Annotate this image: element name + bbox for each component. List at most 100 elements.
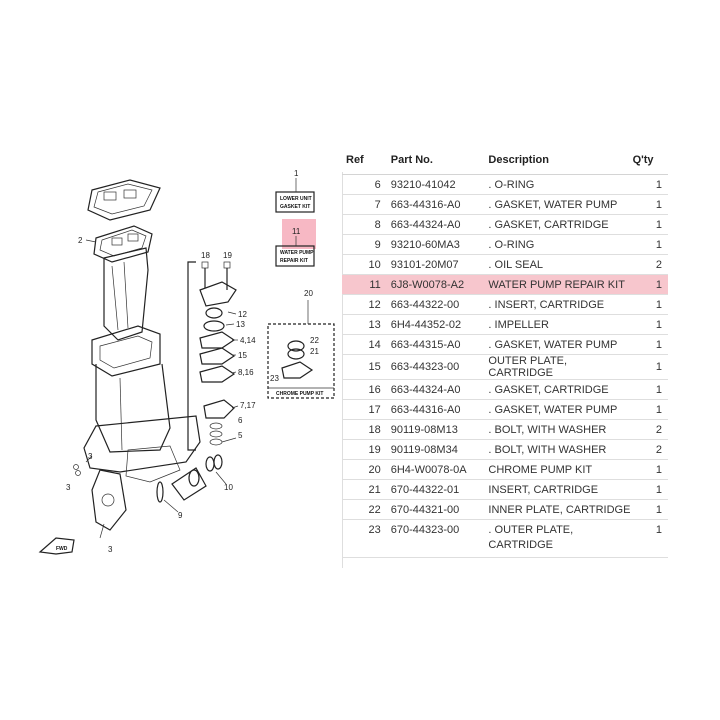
cell-description: INNER PLATE, CARTRIDGE bbox=[488, 499, 633, 520]
cell-description: INSERT, CARTRIDGE bbox=[488, 479, 633, 500]
header-description: Description bbox=[488, 150, 633, 175]
callout-3c: 3 bbox=[108, 545, 113, 554]
cell-ref: 11 bbox=[342, 274, 391, 295]
cell-description: . O-RING bbox=[488, 174, 633, 195]
cell-part-no: 6H4-W0078-0A bbox=[390, 459, 489, 480]
cell-ref: 22 bbox=[342, 499, 391, 520]
header-part-no: Part No. bbox=[390, 150, 489, 175]
callout-7-17: 7,17 bbox=[240, 401, 256, 410]
cell-description: WATER PUMP REPAIR KIT bbox=[488, 274, 633, 295]
cell-part-no: 670-44322-01 bbox=[390, 479, 489, 500]
oil-seal-a bbox=[188, 469, 200, 487]
gasket-cartridge bbox=[199, 365, 236, 383]
bolt-19 bbox=[223, 261, 231, 290]
cell-qty: 2 bbox=[632, 439, 668, 460]
cell-qty: 1 bbox=[632, 499, 668, 520]
cell-qty: 2 bbox=[632, 419, 668, 440]
leader-7-17 bbox=[231, 405, 239, 409]
header-ref: Ref bbox=[342, 150, 391, 175]
cell-ref: 20 bbox=[342, 459, 391, 480]
cell-ref: 14 bbox=[342, 334, 391, 355]
cell-qty: 1 bbox=[632, 519, 668, 558]
pump-housing-top bbox=[199, 281, 237, 307]
callout-9: 9 bbox=[178, 511, 183, 520]
callout-4-14: 4,14 bbox=[240, 336, 256, 345]
gasket-lower bbox=[203, 399, 235, 419]
callout-23: 23 bbox=[270, 374, 279, 383]
bolt-3a bbox=[73, 464, 79, 470]
cell-qty: 1 bbox=[632, 334, 668, 355]
callout-20: 20 bbox=[304, 289, 313, 298]
cell-qty: 1 bbox=[632, 174, 668, 195]
cell-qty: 1 bbox=[632, 234, 668, 255]
leader-12 bbox=[227, 311, 237, 315]
cell-description: . GASKET, CARTRIDGE bbox=[488, 379, 633, 400]
header-qty: Q'ty bbox=[632, 150, 668, 175]
cell-ref: 19 bbox=[342, 439, 391, 460]
cell-ref: 7 bbox=[342, 194, 391, 215]
cell-qty: 1 bbox=[632, 314, 668, 335]
highlight-marker bbox=[282, 219, 316, 249]
cell-description: . IMPELLER bbox=[488, 314, 633, 335]
leader-10 bbox=[215, 471, 227, 485]
cell-part-no: 663-44315-A0 bbox=[390, 334, 489, 355]
prop-shaft-housing bbox=[171, 467, 207, 501]
exploded-parts-diagram: LOWER UNIT GASKET KIT WATER PUMP REPAIR … bbox=[0, 150, 340, 570]
callout-5: 5 bbox=[238, 431, 243, 440]
cell-description: . BOLT, WITH WASHER bbox=[488, 419, 633, 440]
cell-part-no: 663-44316-A0 bbox=[390, 399, 489, 420]
gasket-kit-label-line2: GASKET KIT bbox=[280, 204, 310, 210]
cell-ref: 15 bbox=[342, 354, 391, 380]
leader-9 bbox=[163, 499, 179, 513]
cell-ref: 12 bbox=[342, 294, 391, 315]
callout-2: 2 bbox=[78, 236, 83, 245]
cell-description: . GASKET, WATER PUMP bbox=[488, 334, 633, 355]
cell-description: . GASKET, WATER PUMP bbox=[488, 399, 633, 420]
cell-part-no: 670-44321-00 bbox=[390, 499, 489, 520]
leader-8-16 bbox=[231, 371, 237, 374]
cell-description: OUTER PLATE, CARTRIDGE bbox=[488, 354, 633, 380]
cell-qty: 1 bbox=[632, 294, 668, 315]
o-ring-5a bbox=[209, 430, 223, 438]
cell-qty: 1 bbox=[632, 399, 668, 420]
cell-description: . GASKET, WATER PUMP bbox=[488, 194, 633, 215]
insert-21 bbox=[287, 348, 305, 360]
cell-part-no: 663-44323-00 bbox=[390, 354, 489, 380]
callout-8-16: 8,16 bbox=[238, 368, 254, 377]
cell-part-no: 6H4-44352-02 bbox=[390, 314, 489, 335]
cell-description: . O-RING bbox=[488, 234, 633, 255]
diagram-drawing: LOWER UNIT GASKET KIT WATER PUMP REPAIR … bbox=[38, 169, 335, 555]
cell-ref: 16 bbox=[342, 379, 391, 400]
callout-12: 12 bbox=[238, 310, 247, 319]
gasket-top bbox=[87, 179, 161, 221]
cell-part-no: 6J8-W0078-A2 bbox=[390, 274, 489, 295]
chrome-kit-label: CHROME PUMP KIT bbox=[276, 391, 323, 397]
cell-qty: 2 bbox=[632, 254, 668, 275]
cell-ref: 9 bbox=[342, 234, 391, 255]
cell-qty: 1 bbox=[632, 479, 668, 500]
cell-qty: 1 bbox=[632, 354, 668, 380]
callout-6: 6 bbox=[238, 416, 243, 425]
cell-ref: 21 bbox=[342, 479, 391, 500]
cell-ref: 23 bbox=[342, 519, 391, 558]
cell-qty: 1 bbox=[632, 459, 668, 480]
cell-qty: 1 bbox=[632, 274, 668, 295]
